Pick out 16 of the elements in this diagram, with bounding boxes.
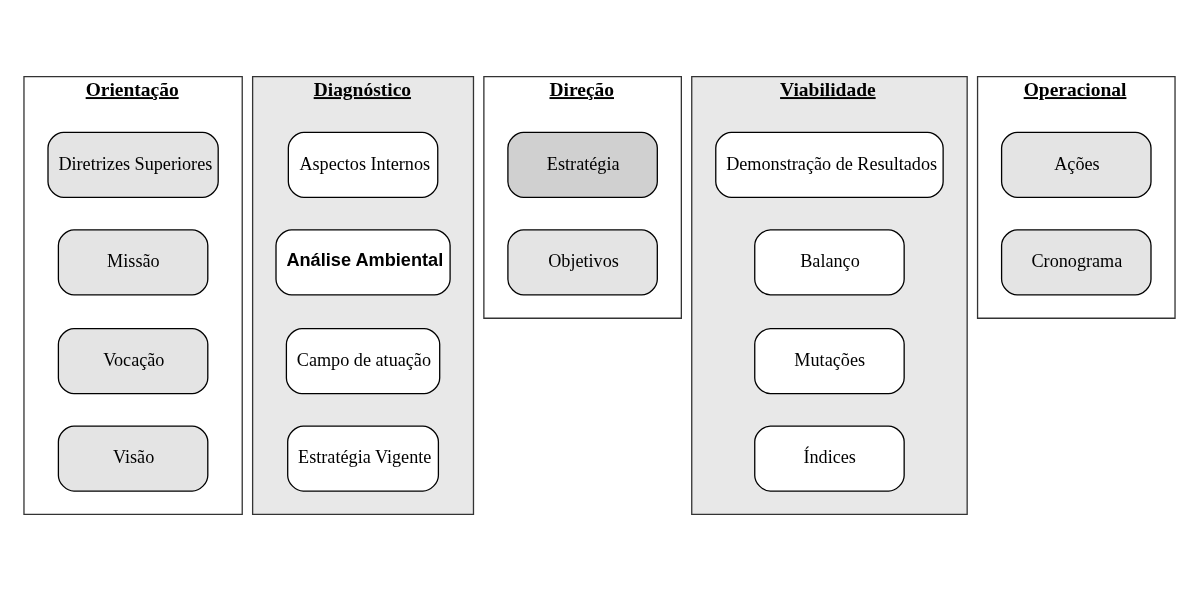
- node-box: Diretrizes Superiores: [47, 131, 219, 199]
- node-box: Índices: [754, 425, 905, 492]
- node-box: Visão: [57, 425, 209, 492]
- node-box: Campo de atuação: [285, 328, 441, 395]
- node-box: Cronograma: [1000, 229, 1152, 296]
- node-box: Balanço: [754, 229, 905, 296]
- node-box: Ações: [1000, 131, 1152, 199]
- node-box: Análise Ambiental: [275, 229, 451, 296]
- node-box: Aspectos Internos: [287, 131, 439, 199]
- node-box: Objetivos: [507, 229, 658, 296]
- node-box: Mutações: [754, 328, 905, 395]
- node-box: Demonstração de Resultados: [715, 131, 944, 199]
- node-box: Vocação: [57, 328, 209, 395]
- node-box: Missão: [57, 229, 209, 296]
- node-box: Estratégia Vigente: [287, 425, 440, 492]
- node-box: Estratégia: [507, 131, 658, 199]
